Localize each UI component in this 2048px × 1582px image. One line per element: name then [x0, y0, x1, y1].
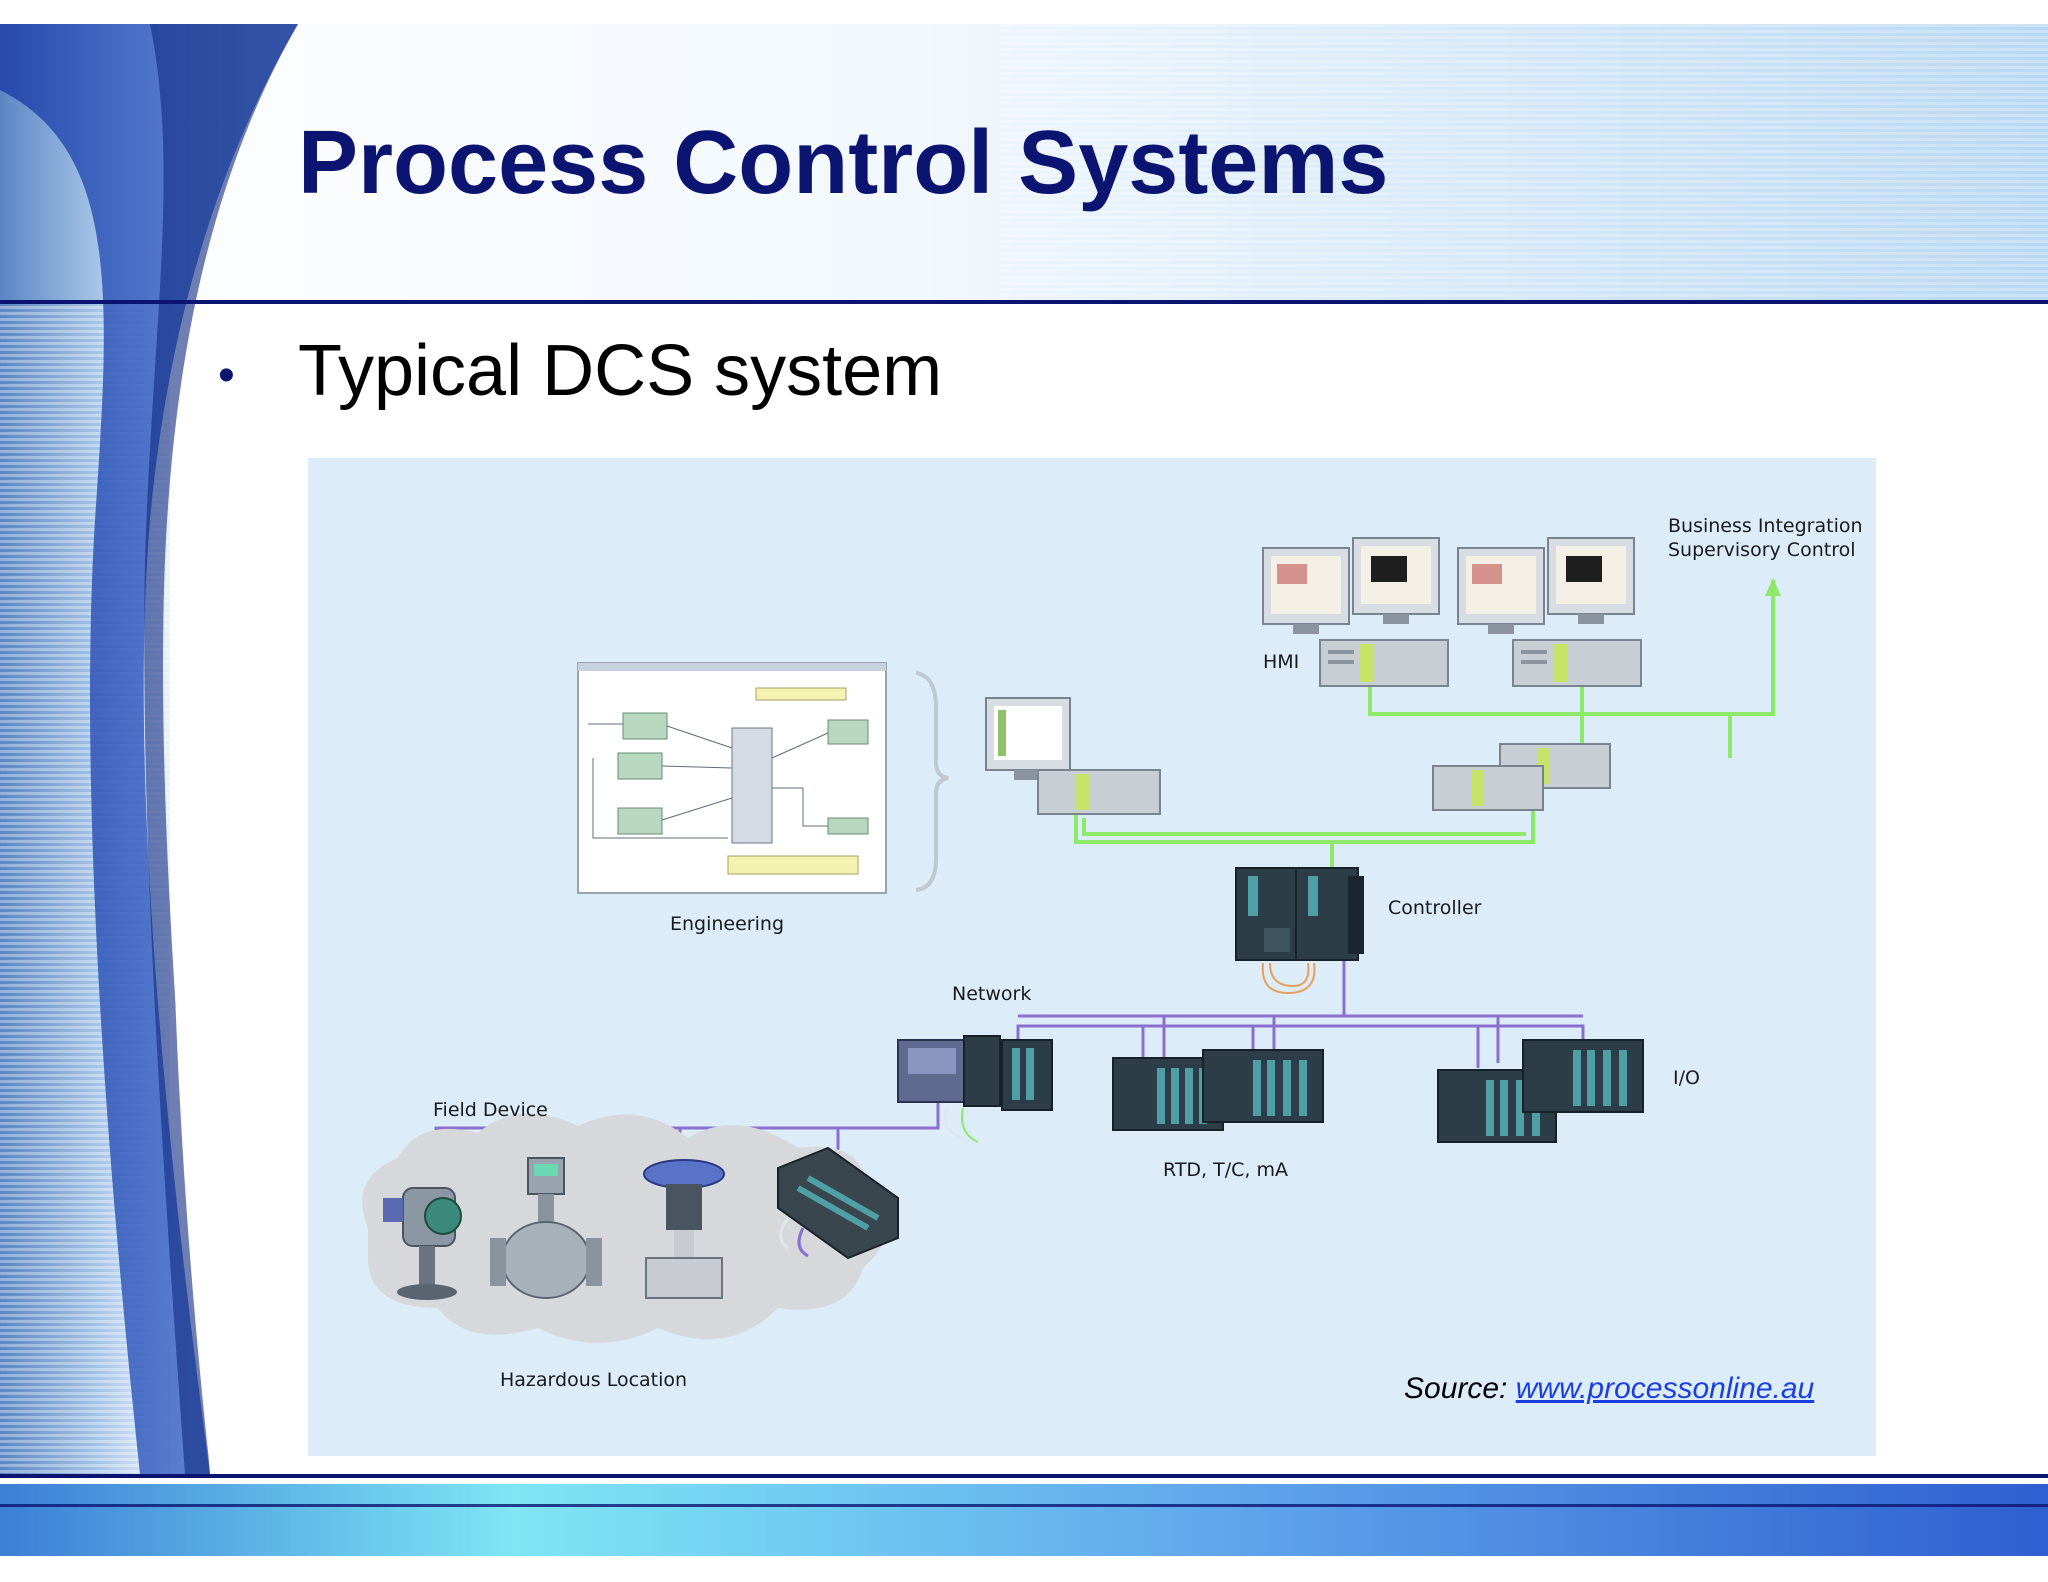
source-citation: Source: www.processonline.au — [1404, 1372, 1814, 1406]
servers — [1432, 743, 1611, 811]
bullet-text: Typical DCS system — [298, 331, 943, 411]
network-node — [897, 1035, 1053, 1143]
bullet-marker: • — [218, 349, 235, 402]
engineering-workstation — [985, 697, 1161, 815]
io-racks — [1112, 1039, 1644, 1143]
slide-title: Process Control Systems — [298, 113, 1389, 213]
engineering-screenshot — [577, 662, 949, 894]
label-rtd-tc-ma: RTD, T/C, mA — [1163, 1159, 1288, 1181]
controller-device — [1235, 867, 1364, 995]
label-hazardous-location: Hazardous Location — [500, 1369, 687, 1391]
label-network: Network — [952, 983, 1031, 1005]
hmi-workstations — [1262, 537, 1642, 687]
source-label: Source: — [1404, 1372, 1508, 1405]
label-engineering: Engineering — [670, 913, 784, 935]
label-business-integration: Business Integration — [1668, 515, 1863, 537]
dcs-diagram: Business Integration Supervisory Control… — [308, 458, 1876, 1456]
source-link[interactable]: www.processonline.au — [1515, 1372, 1815, 1405]
label-controller: Controller — [1388, 897, 1482, 919]
field-devices — [383, 1146, 899, 1300]
supervisory-links — [1074, 580, 1775, 870]
up-arrow-icon — [1765, 578, 1781, 596]
label-field-device: Field Device — [433, 1099, 548, 1121]
label-io: I/O — [1673, 1067, 1700, 1089]
label-supervisory-control: Supervisory Control — [1668, 539, 1856, 561]
label-hmi: HMI — [1263, 651, 1299, 673]
